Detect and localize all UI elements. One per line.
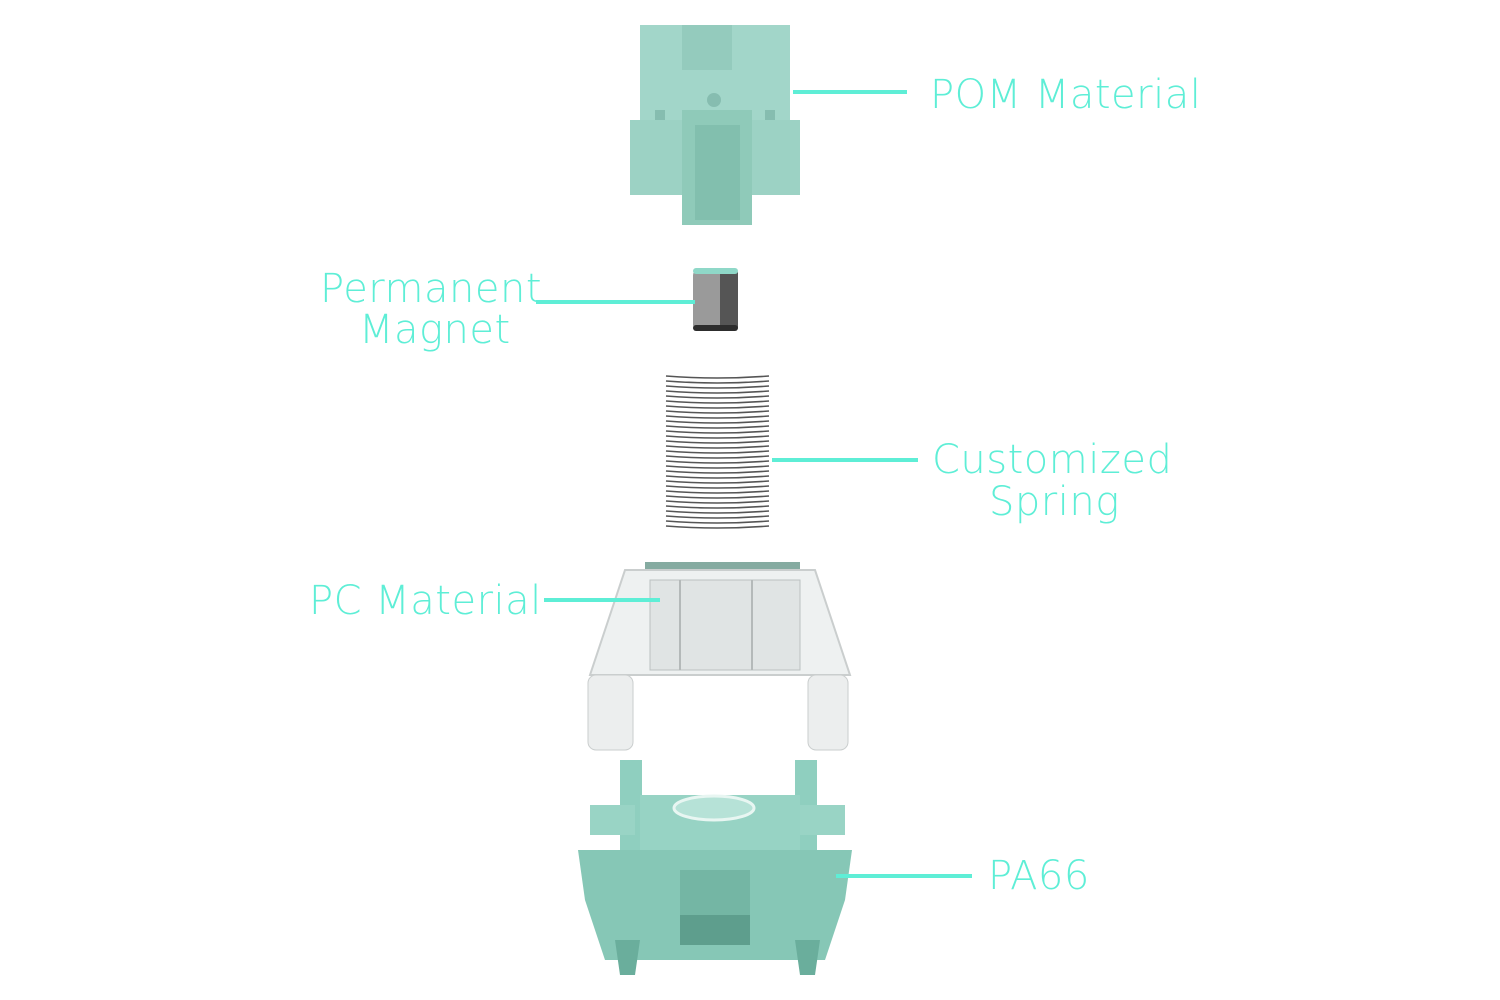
- spring-coil: [665, 380, 770, 384]
- spring-coil: [665, 450, 770, 454]
- customized-spring: [665, 375, 770, 529]
- pa66-bottom-housing: [578, 760, 852, 975]
- spring-coil: [665, 435, 770, 439]
- spring-coil: [665, 420, 770, 424]
- spring-coil: [665, 525, 770, 529]
- pc-leader-line: [544, 598, 660, 602]
- permanent-magnet: [693, 268, 738, 331]
- pa66-leader-line: [836, 874, 972, 878]
- label-customized: Customized: [932, 437, 1173, 483]
- spring-leader-line: [772, 458, 918, 462]
- spring-coil: [665, 390, 770, 394]
- pc-top-housing: [587, 562, 852, 751]
- spring-coil: [665, 490, 770, 494]
- spring-coil: [665, 520, 770, 524]
- label-pc-material: PC Material: [309, 578, 542, 624]
- pom-stem: [630, 25, 800, 225]
- label-pa66: PA66: [988, 853, 1090, 899]
- spring-coil: [665, 440, 770, 444]
- spring-coil: [665, 445, 770, 449]
- spring-coil: [665, 505, 770, 509]
- label-spring: Spring: [989, 479, 1120, 525]
- spring-coil: [665, 500, 770, 504]
- spring-coil: [665, 405, 770, 409]
- spring-coil: [665, 470, 770, 474]
- spring-coil: [665, 510, 770, 514]
- spring-coil: [665, 460, 770, 464]
- spring-coil: [665, 465, 770, 469]
- spring-coil: [665, 485, 770, 489]
- spring-coil: [665, 495, 770, 499]
- label-magnet: Magnet: [359, 307, 511, 353]
- spring-coil: [665, 375, 770, 379]
- spring-coil: [665, 430, 770, 434]
- pom-leader-line: [793, 90, 907, 94]
- spring-coil: [665, 415, 770, 419]
- spring-coil: [665, 400, 770, 404]
- spring-coil: [665, 410, 770, 414]
- label-pom-material: POM Material: [930, 72, 1202, 118]
- label-permanent: Permanent: [320, 266, 543, 312]
- spring-coil: [665, 395, 770, 399]
- spring-coil: [665, 475, 770, 479]
- spring-coil: [665, 515, 770, 519]
- magnet-leader-line: [536, 300, 695, 304]
- spring-coil: [665, 385, 770, 389]
- spring-coil: [665, 425, 770, 429]
- spring-coil: [665, 480, 770, 484]
- spring-coil: [665, 455, 770, 459]
